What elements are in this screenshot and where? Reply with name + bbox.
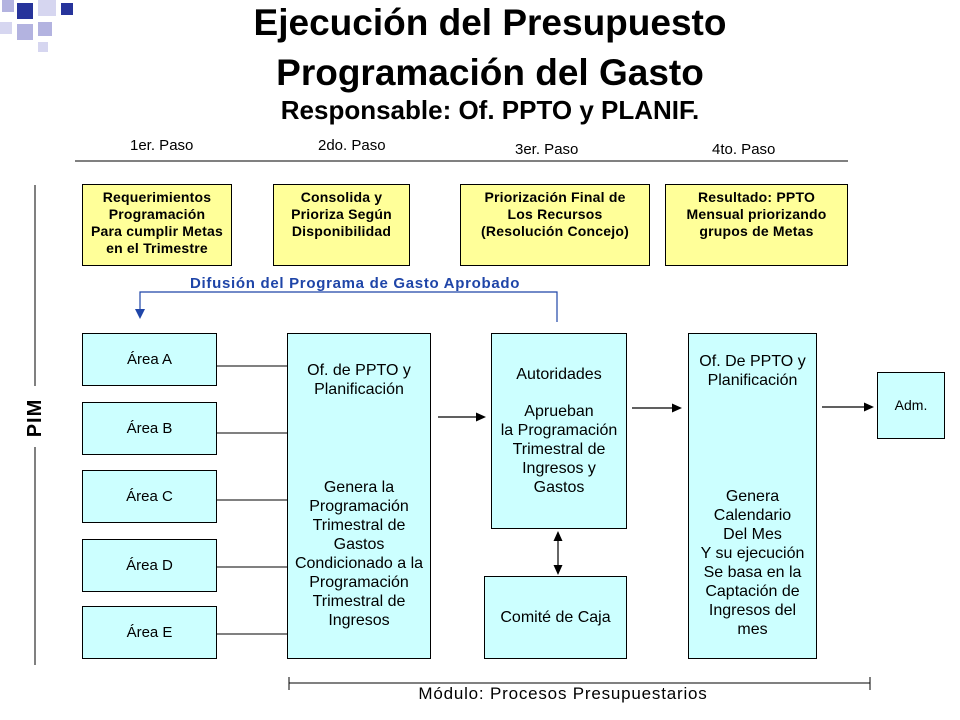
authorities-box: Autoridades Aprueban la Programación Tri… [491, 333, 627, 529]
decor-square [61, 3, 73, 15]
committee-double-arrow-head-down [553, 565, 563, 575]
step-box-result: Resultado: PPTO Mensual priorizando grup… [665, 184, 848, 266]
step-box-prioritization: Priorización Final de Los Recursos (Reso… [460, 184, 650, 266]
arrow-to-adm-head [864, 402, 874, 412]
area-label: Área A [126, 351, 173, 368]
diffusion-connector [139, 291, 558, 322]
administration-label: Adm. [894, 397, 928, 413]
decor-squares [0, 0, 80, 60]
step-label-1: 1er. Paso [130, 137, 194, 154]
responsible-label: Responsable: Of. PPTO y PLANIF. [280, 95, 700, 125]
committee-double-arrow-head-up [553, 531, 563, 541]
area-label: Área B [126, 420, 173, 437]
calendar-office-body: Genera Calendario Del Mes Y su ejecución… [700, 488, 805, 638]
decor-square [17, 24, 33, 40]
budget-office-heading: Of. de PPTO y Planificación [307, 362, 411, 398]
step-box-text: Consolida y Prioriza Según Disponibilida… [291, 189, 392, 239]
step-label-3: 3er. Paso [515, 141, 579, 158]
decor-square [17, 3, 33, 19]
module-label: Módulo: Procesos Presupuestarios [418, 684, 708, 703]
diffusion-arrowhead [135, 309, 145, 319]
budget-office-body: Genera la Programación Trimestral de Gas… [294, 479, 424, 629]
calendar-office-box: Of. De PPTO y Planificación Genera Calen… [688, 333, 817, 659]
area-label: Área C [126, 488, 173, 505]
area-box-c: Área C [82, 470, 217, 523]
page-subtitle: Programación del Gasto [276, 52, 704, 93]
area-box-e: Área E [82, 606, 217, 659]
step-box-requirements: Requerimientos Programación Para cumplir… [82, 184, 232, 266]
step-box-text: Resultado: PPTO Mensual priorizando grup… [686, 189, 827, 239]
decor-square [38, 22, 52, 36]
authorities-body: Aprueban la Programación Trimestral de I… [500, 403, 618, 496]
cash-committee-label: Comité de Caja [500, 609, 611, 626]
step-box-consolidate: Consolida y Prioriza Según Disponibilida… [273, 184, 410, 266]
cash-committee-box: Comité de Caja [484, 576, 627, 659]
arrow-to-calendar-head [672, 403, 682, 413]
decor-square [38, 42, 48, 52]
decor-square [0, 22, 12, 34]
diffusion-label: Difusión del Programa de Gasto Aprobado [190, 275, 521, 292]
area-box-b: Área B [82, 402, 217, 455]
decor-square [38, 0, 56, 16]
decor-square [2, 0, 14, 12]
calendar-office-heading: Of. De PPTO y Planificación [699, 353, 806, 389]
arrow-to-authorities-head [476, 412, 486, 422]
step-box-text: Requerimientos Programación Para cumplir… [91, 189, 223, 256]
budget-office-box: Of. de PPTO y Planificación Genera la Pr… [287, 333, 431, 659]
step-box-text: Priorización Final de Los Recursos (Reso… [481, 189, 629, 239]
area-label: Área D [126, 557, 173, 574]
page-title: Ejecución del Presupuesto [253, 2, 727, 43]
area-box-a: Área A [82, 333, 217, 386]
step-label-4: 4to. Paso [712, 141, 776, 158]
step-label-2: 2do. Paso [318, 137, 386, 154]
authorities-heading: Autoridades [516, 366, 602, 383]
administration-box: Adm. [877, 372, 945, 439]
area-box-d: Área D [82, 539, 217, 592]
area-label: Área E [126, 624, 173, 641]
pim-label: PIM [24, 398, 46, 438]
